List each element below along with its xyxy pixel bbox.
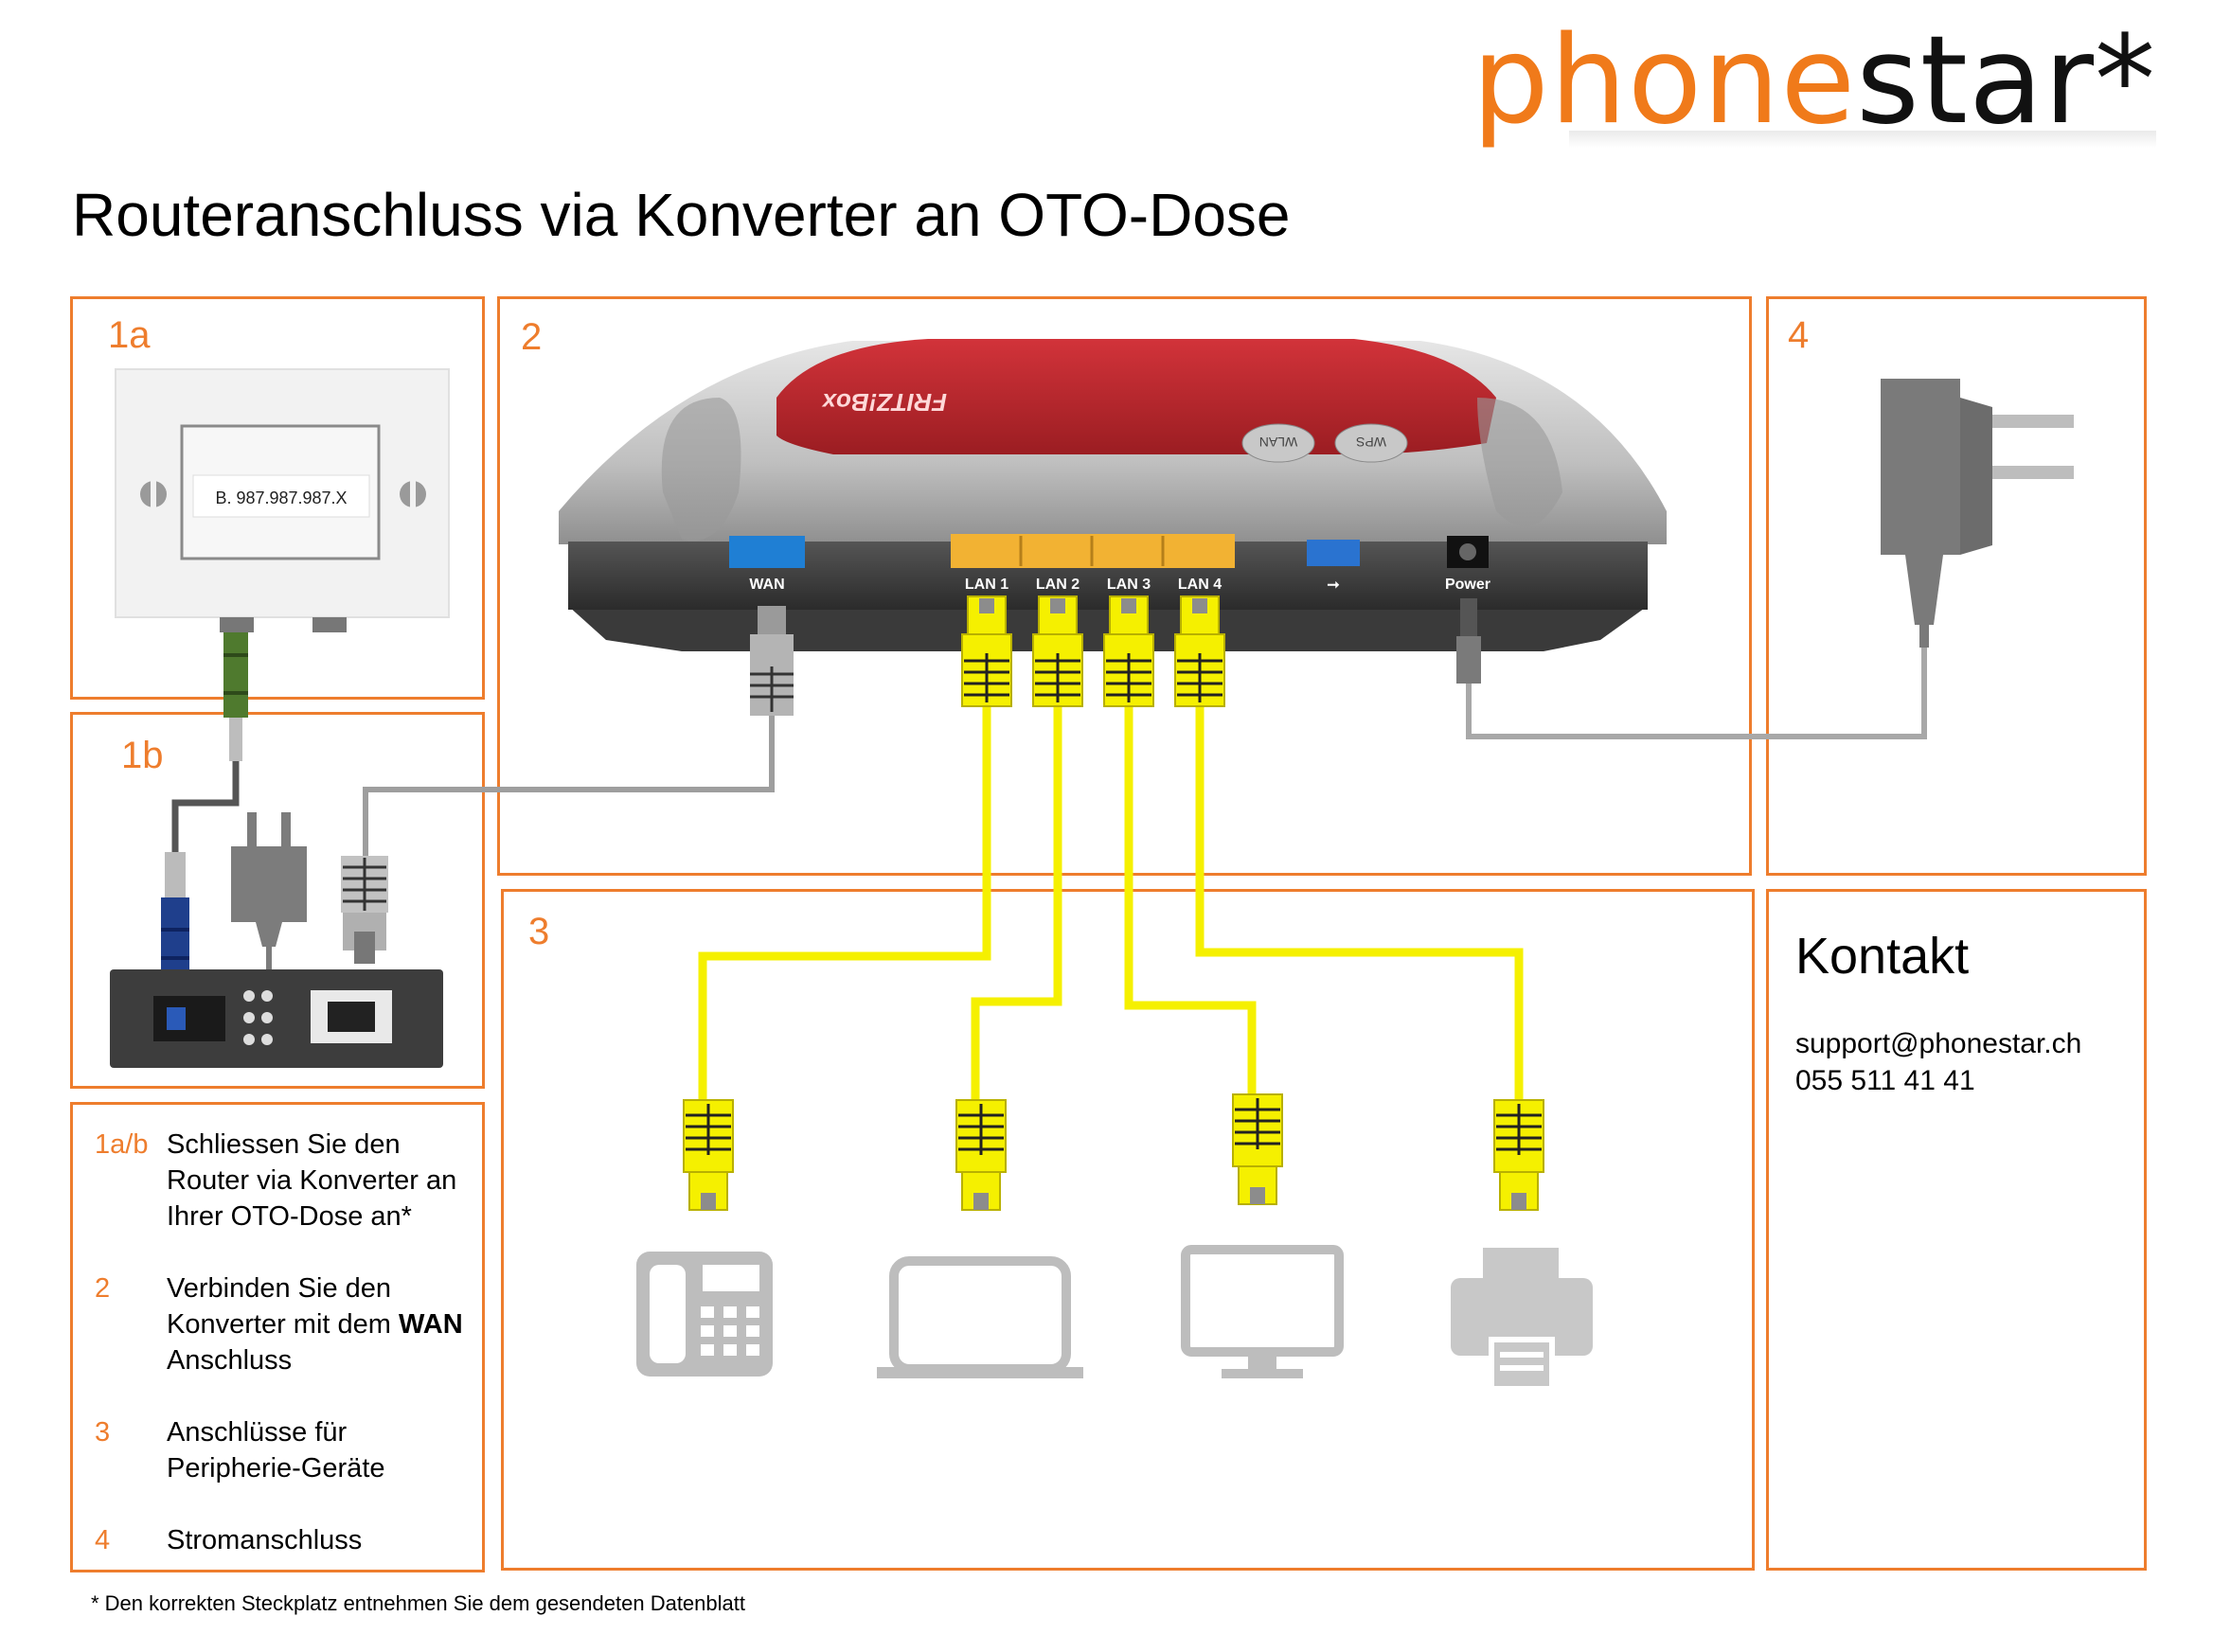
oto-port-2 <box>312 617 347 632</box>
monitor-icon <box>1181 1245 1344 1378</box>
step-number: 1a/b <box>95 1129 149 1160</box>
step-number: 4 <box>95 1525 111 1555</box>
router-brand-text: FRITZ!Box <box>821 388 947 417</box>
step-number: 2 <box>95 1273 111 1304</box>
panel-number-1b: 1b <box>121 735 164 776</box>
usb-icon: ⭢ <box>1328 577 1340 593</box>
step-text: Stromanschluss <box>167 1525 363 1555</box>
panel-number-2: 2 <box>521 316 543 358</box>
converter-power-plug <box>231 812 307 975</box>
router-wan-port <box>729 536 805 568</box>
oto-socket: B. 987.987.987.X <box>115 368 450 632</box>
contact-title: Kontakt <box>1795 928 1970 985</box>
oto-port-1 <box>220 617 254 632</box>
instructions-list: 1a/b Schliessen Sie den Router via Konve… <box>95 1127 479 1594</box>
router-wlan-button-label: WLAN <box>1259 435 1297 450</box>
phone-icon <box>636 1252 773 1377</box>
logo-shadow <box>1569 131 2156 148</box>
contact-email[interactable]: support@phonestar.ch <box>1795 1028 2082 1059</box>
panel-number-1a: 1a <box>108 314 151 356</box>
logo-prefix: phone <box>1472 10 1857 151</box>
router-power-label: Power <box>1445 577 1490 593</box>
step-text: Anschlüsse für Peripherie-Geräte <box>167 1417 385 1483</box>
router-wps-button-label: WPS <box>1356 435 1386 450</box>
router-lan1-label: LAN 1 <box>965 577 1008 593</box>
wan-cable <box>341 716 775 964</box>
step-text: Verbinden Sie den Konverter mit dem WAN … <box>167 1270 479 1378</box>
panel-1b <box>70 712 485 1089</box>
media-converter <box>110 969 443 1068</box>
step-text-pre: Verbinden Sie den Konverter mit dem <box>167 1273 399 1340</box>
panel-1a <box>70 296 485 700</box>
panel-number-4: 4 <box>1788 314 1810 356</box>
wan-connector <box>750 606 794 716</box>
instruction-step: 3 Anschlüsse für Peripherie-Geräte <box>95 1414 479 1486</box>
instruction-step: 4 Stromanschluss <box>95 1522 479 1558</box>
contact-phone[interactable]: 055 511 41 41 <box>1795 1065 1975 1096</box>
instruction-step: 2 Verbinden Sie den Konverter mit dem WA… <box>95 1270 479 1378</box>
power-cable <box>1456 598 1927 739</box>
router-lan4-label: LAN 4 <box>1178 577 1222 593</box>
page-title: Routeranschluss via Konverter an OTO-Dos… <box>72 181 1291 249</box>
footnote: * Den korrekten Steckplatz entnehmen Sie… <box>91 1591 745 1615</box>
step-number: 3 <box>95 1417 111 1448</box>
panel-number-3: 3 <box>528 911 550 952</box>
lan-cables <box>698 706 1524 1106</box>
instruction-step: 1a/b Schliessen Sie den Router via Konve… <box>95 1127 479 1235</box>
fiber-cable <box>161 632 248 1002</box>
step-text-post: Anschluss <box>167 1345 293 1376</box>
step-text: Schliessen Sie den Router via Konverter … <box>167 1129 457 1232</box>
router-usb-port <box>1307 540 1360 566</box>
oto-plate-id: B. 987.987.987.X <box>215 488 347 507</box>
laptop-icon <box>877 1256 1083 1378</box>
lan-connectors-devices <box>683 1093 1544 1211</box>
logo-suffix: star* <box>1856 10 2156 151</box>
power-adapter <box>1881 379 2074 648</box>
panel-contact <box>1766 889 2147 1571</box>
router-wan-label: WAN <box>749 577 784 593</box>
printer-icon <box>1451 1248 1593 1386</box>
router-lan2-label: LAN 2 <box>1036 577 1080 593</box>
phonestar-logo: phonestar* <box>1472 21 2157 142</box>
router: FRITZ!Box WLAN WPS WAN LAN 1 LAN 2 LAN 3… <box>559 339 1667 651</box>
router-lan3-label: LAN 3 <box>1107 577 1151 593</box>
step-text-bold: WAN <box>398 1309 463 1340</box>
lan-connectors-router <box>961 595 1225 707</box>
panel-4 <box>1766 296 2147 876</box>
panel-instructions <box>70 1102 485 1572</box>
